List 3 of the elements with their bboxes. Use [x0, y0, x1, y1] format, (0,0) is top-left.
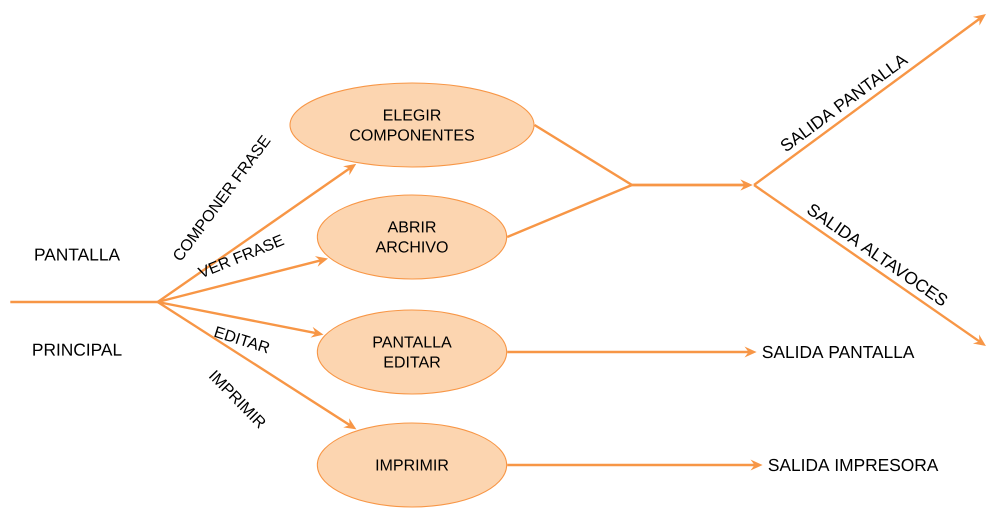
output-label: SALIDA PANTALLA	[762, 346, 914, 358]
start-label: PANTALLA PRINCIPAL	[10, 248, 158, 356]
output-label: SALIDA IMPRESORA	[768, 458, 938, 472]
